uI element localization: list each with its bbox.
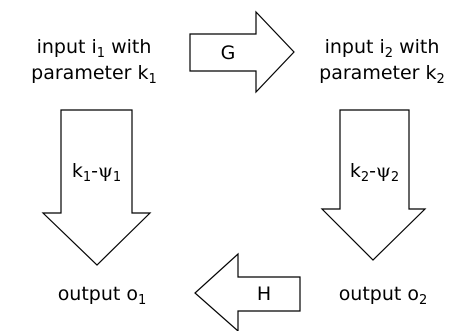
node-output-1: output o1	[22, 281, 182, 307]
node-input-1-text-post: with	[105, 36, 152, 58]
node-input-1: input i1 with parameter k1	[4, 34, 184, 86]
arrow-left-down-shape	[41, 109, 152, 266]
arrow-h-label: H	[256, 283, 272, 305]
node-output-2: output o2	[308, 281, 458, 307]
node-input-2-param-text: parameter k	[319, 62, 437, 84]
node-output-1-subscript: 1	[138, 293, 147, 308]
node-input-1-param-text: parameter k	[31, 62, 149, 84]
node-input-2-line2: parameter k2	[292, 60, 467, 86]
arrow-right-dash: -	[369, 160, 376, 182]
arrow-right-psi: ψ	[375, 160, 391, 182]
node-input-2-text: input i	[324, 36, 385, 58]
node-input-1-line2: parameter k1	[4, 60, 184, 86]
arrow-right-label: k2-ψ2	[340, 160, 409, 185]
arrow-right-k-subscript: 2	[360, 170, 370, 185]
arrow-left-psi: ψ	[97, 160, 113, 182]
node-input-1-subscript: 1	[96, 46, 106, 61]
node-output-2-subscript: 2	[419, 293, 428, 308]
arrow-right-down-shape	[320, 109, 427, 261]
node-input-1-text: input i	[36, 36, 97, 58]
node-input-1-param-subscript: 1	[148, 72, 157, 87]
arrow-h-shape	[194, 252, 301, 331]
node-output-1-text: output o	[57, 283, 139, 305]
arrow-right-psi-subscript: 2	[390, 170, 400, 185]
node-input-2-param-subscript: 2	[436, 72, 445, 87]
arrow-left-psi-subscript: 1	[112, 170, 122, 185]
arrow-right-k: k	[349, 160, 361, 182]
arrow-left-dash: -	[91, 160, 98, 182]
arrow-g-label: G	[220, 42, 236, 64]
node-input-2-subscript: 2	[384, 46, 394, 61]
node-input-2-line1: input i2 with	[292, 34, 467, 60]
node-output-2-text: output o	[338, 283, 420, 305]
arrow-g-shape	[189, 10, 295, 94]
node-input-1-line1: input i1 with	[4, 34, 184, 60]
node-input-2-text-post: with	[393, 36, 440, 58]
arrow-left-k-subscript: 1	[82, 170, 92, 185]
node-input-2: input i2 with parameter k2	[292, 34, 467, 86]
arrow-left-label: k1-ψ1	[61, 160, 132, 185]
arrow-left-k: k	[71, 160, 83, 182]
